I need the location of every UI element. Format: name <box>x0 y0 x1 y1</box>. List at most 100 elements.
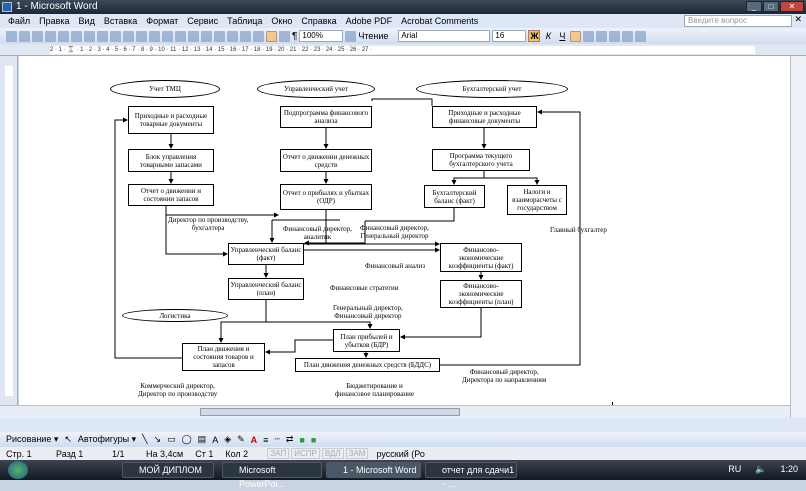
drawing-icon[interactable] <box>266 30 277 42</box>
textbox-icon[interactable]: ▤ <box>197 434 207 444</box>
3d-icon[interactable]: ■ <box>310 434 317 445</box>
dash-style-icon[interactable]: ┄ <box>274 434 280 444</box>
print-icon[interactable] <box>71 30 82 42</box>
tables-icon[interactable] <box>214 30 225 42</box>
email-icon[interactable] <box>58 30 69 42</box>
menu-edit[interactable]: Правка <box>39 16 70 26</box>
save-icon[interactable] <box>32 30 43 42</box>
maximize-button[interactable]: □ <box>763 1 779 12</box>
align-right-icon[interactable] <box>596 30 608 42</box>
copy-icon[interactable] <box>136 30 147 42</box>
paste-icon[interactable] <box>149 30 160 42</box>
redo-icon[interactable] <box>188 30 199 42</box>
oval-icon[interactable]: ◯ <box>181 434 192 444</box>
undo-icon[interactable] <box>175 30 186 42</box>
vertical-scrollbar[interactable] <box>790 56 806 418</box>
scroll-thumb[interactable] <box>200 408 460 416</box>
box-cash-flow-report: Отчет о движении денежных средств <box>280 149 372 172</box>
horizontal-scrollbar[interactable] <box>0 405 790 418</box>
spelling-icon[interactable] <box>97 30 108 42</box>
task-powerpoint[interactable]: Microsoft PowerPoi... <box>222 462 322 489</box>
menu-file[interactable]: Файл <box>8 16 31 26</box>
vertical-ruler[interactable] <box>0 56 18 405</box>
font-size-select[interactable]: 16 <box>492 30 527 42</box>
arrow-icon[interactable]: ↘ <box>153 434 162 444</box>
excel-icon[interactable] <box>240 30 251 42</box>
italic-button[interactable]: К <box>545 31 552 41</box>
help-icon[interactable] <box>345 30 357 42</box>
menu-format[interactable]: Формат <box>146 16 179 26</box>
menu-acrobat-comments[interactable]: Acrobat Comments <box>401 16 479 26</box>
underline-button[interactable]: Ч <box>559 31 566 41</box>
menu-adobe-pdf[interactable]: Adobe PDF <box>345 16 393 26</box>
status-extend[interactable]: ВДЛ <box>321 448 344 459</box>
justify-icon[interactable] <box>609 30 621 42</box>
preview-icon[interactable] <box>84 30 95 42</box>
box-accounting-program: Программа текущего бухгалтерского учета <box>432 149 530 171</box>
line-spacing-icon[interactable] <box>622 30 634 42</box>
clock[interactable]: 1:20 <box>780 464 798 474</box>
standard-toolbar: ¶ 100% Чтение Arial 16 Ж К Ч <box>0 28 806 44</box>
line-color-icon[interactable]: ✎ <box>237 434 245 444</box>
autoshapes-button[interactable]: Автофигуры ▾ <box>77 434 137 444</box>
document-page[interactable]: Учет ТМЦ Управленческий учет Бухгалтерск… <box>19 56 790 405</box>
research-icon[interactable] <box>110 30 121 42</box>
minimize-button[interactable]: _ <box>746 1 762 12</box>
label-chief-accountant: Главный бухгалтер <box>550 226 607 234</box>
new-icon[interactable] <box>6 30 17 42</box>
volume-icon[interactable]: 🔈 <box>755 464 767 474</box>
arrow-style-icon[interactable]: ⇄ <box>285 434 294 444</box>
task-report[interactable]: отчет для сдачи1 - ... <box>425 462 517 489</box>
label-commercial-director: Коммерческий директор, Директор по произ… <box>138 382 218 398</box>
status-track[interactable]: ИСПР <box>291 448 320 459</box>
menu-insert[interactable]: Вставка <box>103 16 138 26</box>
status-bar: Стр. 1 Разд 1 1/1 На 3,4см Ст 1 Кол 2 ЗА… <box>0 447 806 460</box>
menu-tools[interactable]: Сервис <box>187 16 219 26</box>
open-icon[interactable] <box>19 30 30 42</box>
doc-map-icon[interactable] <box>279 30 290 42</box>
show-formatting-icon[interactable]: ¶ <box>292 30 298 42</box>
cut-icon[interactable] <box>123 30 134 42</box>
zoom-select[interactable]: 100% <box>299 30 344 42</box>
status-pages: 1/1 <box>112 448 125 459</box>
close-doc-icon[interactable]: ✕ <box>794 14 802 24</box>
help-search-input[interactable]: Введите вопрос <box>684 15 792 27</box>
horizontal-ruler[interactable]: 2 · 1 · ⌛ · 1 · 2 · 3 · 4 · 5 · 6 · 7 · … <box>0 44 806 56</box>
menu-table[interactable]: Таблица <box>227 16 263 26</box>
insert-table-icon[interactable] <box>227 30 238 42</box>
fill-color-icon[interactable]: ◈ <box>224 434 232 444</box>
box-inventory-report: Отчет о движении и состоянии запасов <box>128 184 214 206</box>
bold-button[interactable]: Ж <box>528 30 541 42</box>
reading-button[interactable]: Чтение <box>358 31 389 41</box>
rectangle-icon[interactable]: ▭ <box>167 434 176 444</box>
borders-icon[interactable] <box>635 30 647 42</box>
task-word[interactable]: 1 - Microsoft Word <box>326 462 421 478</box>
line-style-icon[interactable]: ≡ <box>263 434 269 445</box>
format-painter-icon[interactable] <box>162 30 173 42</box>
task-my-diploma[interactable]: МОЙ ДИПЛОМ <box>122 462 214 478</box>
permission-icon[interactable] <box>45 30 56 42</box>
columns-icon[interactable] <box>253 30 264 42</box>
align-left-icon[interactable] <box>570 30 582 42</box>
language-indicator[interactable]: RU <box>728 464 742 474</box>
shadow-icon[interactable]: ■ <box>299 434 305 445</box>
diagram-connectors <box>114 98 581 366</box>
font-color-icon[interactable]: A <box>250 434 258 445</box>
box-inventory-module: Блок управления товарными запасами <box>128 149 214 172</box>
hyperlink-icon[interactable] <box>201 30 212 42</box>
select-objects-icon[interactable]: ↖ <box>64 434 72 444</box>
menu-window[interactable]: Окно <box>271 16 293 26</box>
font-select[interactable]: Arial <box>398 30 491 42</box>
wordart-icon[interactable]: A <box>212 434 219 445</box>
close-button[interactable]: ✕ <box>780 1 804 12</box>
start-button[interactable] <box>8 461 28 479</box>
align-center-icon[interactable] <box>583 30 595 42</box>
line-icon[interactable]: ╲ <box>142 434 148 444</box>
drawing-menu-button[interactable]: Рисование ▾ <box>6 434 59 444</box>
label-production-director: Директор по производству, бухгалтера <box>168 216 249 232</box>
status-rec[interactable]: ЗАП <box>267 448 290 459</box>
menu-view[interactable]: Вид <box>78 16 95 26</box>
box-inventory-plan: План движения и состояния товаров и запа… <box>182 343 265 371</box>
status-overwrite[interactable]: ЗАМ <box>345 448 369 459</box>
menu-help[interactable]: Справка <box>301 16 337 26</box>
